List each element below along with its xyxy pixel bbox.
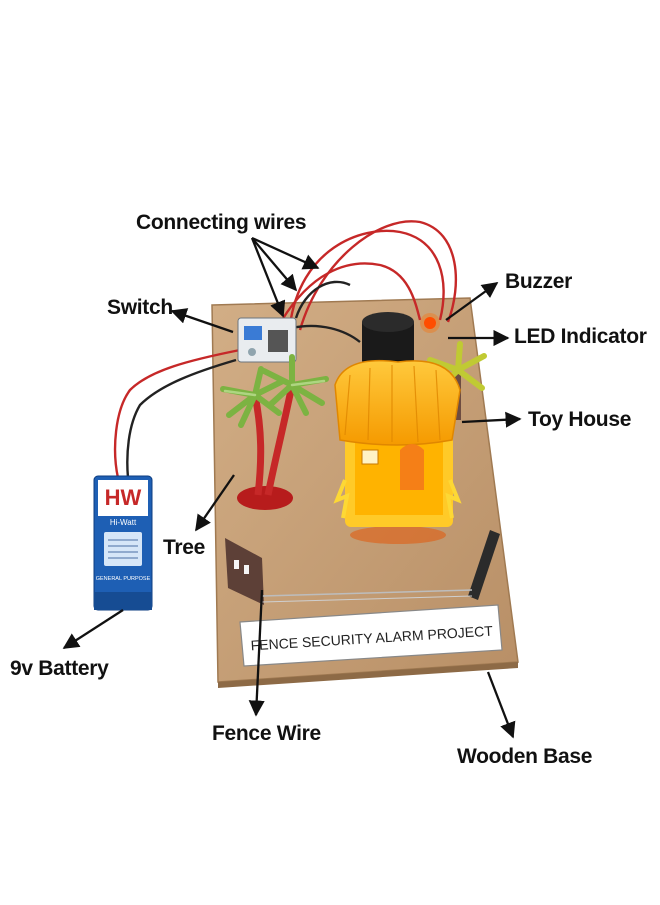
label-led-indicator: LED Indicator [514,325,647,348]
fence [225,530,500,605]
battery-type: GENERAL PURPOSE [96,576,151,582]
battery: HW Hi-Watt GENERAL PURPOSE [93,475,153,611]
label-connecting-wires: Connecting wires [136,211,307,234]
label-battery: 9v Battery [10,657,109,680]
battery-brand: HW [105,485,142,510]
callout-arrows [62,236,522,739]
switch-module [237,317,297,363]
label-toy-house: Toy House [528,408,632,431]
tree [220,354,329,510]
label-fence-wire: Fence Wire [212,722,321,745]
wooden-base-edge [218,662,518,688]
led-indicator [420,313,440,333]
battery-brand-sub: Hi-Watt [110,518,137,527]
label-tree: Tree [163,536,205,559]
connecting-wires [113,220,458,479]
label-buzzer: Buzzer [505,270,573,293]
toy-house [333,359,462,544]
label-wooden-base: Wooden Base [457,745,593,768]
label-switch: Switch [107,296,173,319]
project-plaque: FENCE SECURITY ALARM PROJECT [239,604,503,667]
